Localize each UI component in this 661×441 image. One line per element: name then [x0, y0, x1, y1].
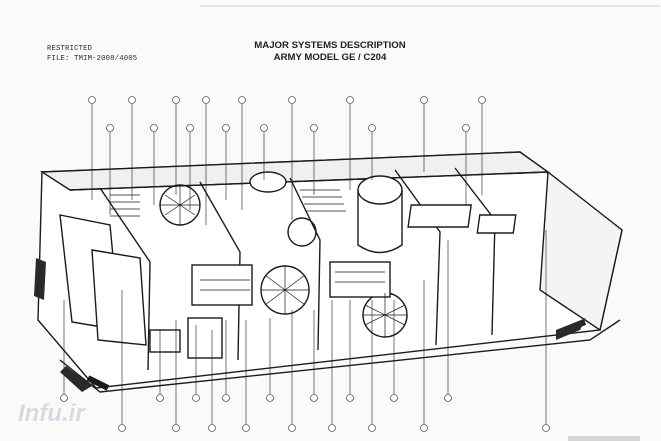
page-title: MAJOR SYSTEMS DESCRIPTION ARMY MODEL GE …: [230, 40, 430, 64]
file-reference: FILE: TMIM-2008/4005: [47, 55, 138, 63]
classification-label: RESTRICTED: [47, 45, 93, 53]
bottom-callouts: [60, 230, 550, 432]
document-meta: RESTRICTED FILE: TMIM-2008/4005: [47, 44, 137, 64]
top-callouts: [88, 96, 486, 225]
scan-edge-line: [200, 5, 660, 7]
watermark-text: Infu.ir: [18, 400, 85, 427]
scan-corner-mark: [568, 436, 640, 441]
title-line-1: MAJOR SYSTEMS DESCRIPTION: [254, 40, 406, 51]
title-line-2: ARMY MODEL GE / C204: [273, 52, 387, 63]
